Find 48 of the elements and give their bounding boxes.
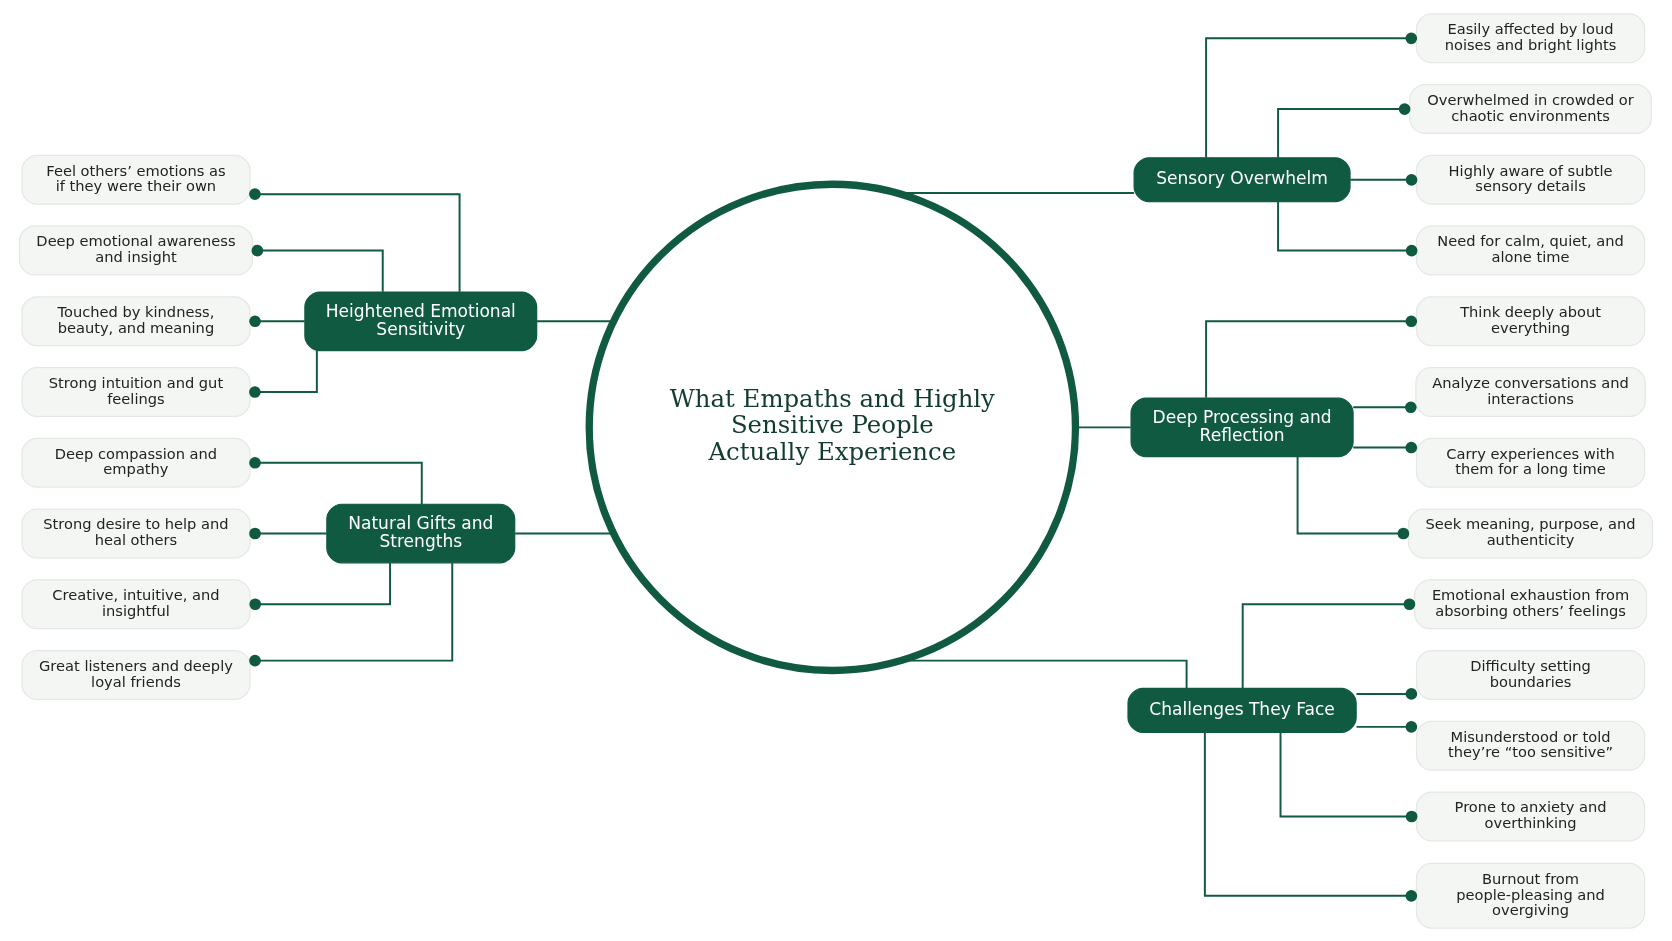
connector xyxy=(1296,455,1410,539)
connector xyxy=(1205,31,1418,159)
connector xyxy=(1279,730,1418,822)
node-box: Misunderstood or told they’re “too sensitive” xyxy=(1415,720,1646,771)
connector xyxy=(1352,441,1418,453)
node-box: Carry experiences with them for a long time xyxy=(1415,437,1646,488)
node-box: Strong desire to help and heal others xyxy=(21,508,251,558)
node-box: Touched by kindness, beauty, and meaning xyxy=(21,295,251,346)
node-box: Analyze conversations and interactions xyxy=(1415,366,1646,417)
connector xyxy=(1352,400,1417,413)
node-box: Deep Processing and Reflection xyxy=(1130,397,1354,457)
node-box: Deep compassion and empathy xyxy=(21,437,251,488)
node-box: Difficulty setting boundaries xyxy=(1415,649,1646,700)
connector xyxy=(1355,687,1418,700)
node-box: Prone to anxiety and overthinking xyxy=(1415,791,1646,841)
node-box: Challenges They Face xyxy=(1127,687,1357,733)
node-box: Sensory Overwhelm xyxy=(1133,156,1351,202)
node-box: Think deeply about everything xyxy=(1415,295,1646,346)
node-box: Deep emotional awareness and insight xyxy=(18,225,254,276)
node-box: Feel others’ emotions as if they were their own xyxy=(21,154,251,205)
connector xyxy=(1349,173,1418,186)
node-box: Strong intuition and gut feelings xyxy=(21,366,251,417)
connector xyxy=(1277,102,1411,159)
connector xyxy=(1277,200,1418,256)
node-box: Need for calm, quiet, and alone time xyxy=(1415,225,1646,276)
connector xyxy=(1355,720,1418,733)
node-box: Burnout from people-pleasing and overgiving xyxy=(1415,862,1646,929)
connector xyxy=(249,527,328,539)
connector xyxy=(249,187,461,293)
node-box: Highly aware of subtle sensory details xyxy=(1415,154,1646,205)
node-box: Heightened Emotional Sensitivity xyxy=(304,290,538,351)
connector xyxy=(249,314,306,327)
node-box: Overwhelmed in crowded or chaotic environments xyxy=(1409,83,1652,134)
node-circle: What Empaths and Highly Sensitive People Actually Experience xyxy=(585,180,1080,674)
node-box: Natural Gifts and Strengths xyxy=(326,503,516,563)
node-box: Seek meaning, purpose, and authenticity xyxy=(1407,508,1654,558)
connector xyxy=(249,561,392,610)
node-box: Great listeners and deeply loyal friends xyxy=(21,649,251,700)
connector xyxy=(1241,597,1416,689)
connector xyxy=(249,561,454,666)
connector xyxy=(249,456,423,505)
connector xyxy=(1205,314,1418,399)
node-box: Creative, intuitive, and insightful xyxy=(21,578,251,629)
node-box: Easily affected by loud noises and bright lights xyxy=(1415,12,1646,63)
connector xyxy=(1203,730,1418,902)
connector xyxy=(251,244,384,293)
node-box: Emotional exhaustion from absorbing others’ feelings xyxy=(1414,578,1648,629)
connector xyxy=(249,349,318,398)
